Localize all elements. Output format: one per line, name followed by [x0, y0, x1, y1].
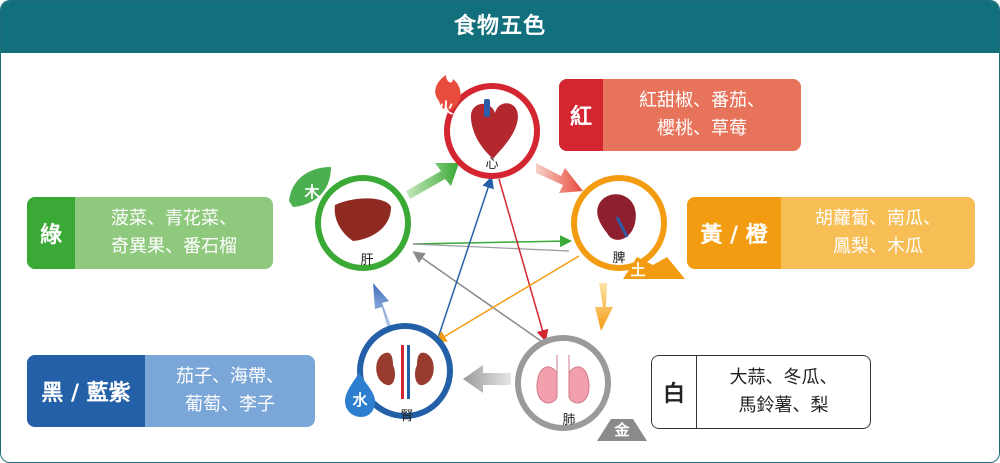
water-drop-icon — [345, 373, 375, 417]
food-box-black-label: 黑 / 藍紫 — [27, 355, 145, 427]
food-box-red: 紅 紅甜椒、番茄、 櫻桃、草莓 — [559, 79, 801, 151]
liver-organ-icon — [334, 198, 391, 241]
food-box-green-items: 菠菜、青花菜、 奇異果、番石榴 — [111, 208, 237, 257]
lung-organ-icon — [536, 355, 590, 404]
food-box-white-items: 大蒜、冬瓜、 馬鈴薯、梨 — [729, 367, 838, 416]
kidney-organ-icon — [376, 352, 434, 386]
diagram-title: 食物五色 — [1, 1, 999, 53]
food-box-yellow-label: 黃 / 橙 — [687, 197, 781, 269]
fire-icon — [435, 75, 461, 111]
element-label-earth: 土 — [630, 261, 646, 279]
food-box-red-label: 紅 — [559, 79, 603, 151]
leaf-icon — [289, 167, 331, 207]
generating-arrow-lung-to-kidney — [463, 365, 511, 393]
node-lung — [515, 335, 647, 441]
food-box-black: 黑 / 藍紫 茄子、海帶、 葡萄、李子 — [27, 355, 315, 427]
generating-arrow-heart-to-spleen — [536, 163, 583, 193]
control-line-liver-spleen — [412, 235, 572, 248]
element-label-wood: 木 — [304, 183, 320, 201]
control-line-heart-lung — [498, 178, 549, 342]
food-box-green-label: 綠 — [27, 197, 75, 269]
element-label-metal: 金 — [614, 421, 630, 439]
food-box-yellow: 黃 / 橙 胡蘿蔔、南瓜、 鳳梨、木瓜 — [687, 197, 975, 269]
food-box-green: 綠 菠菜、青花菜、 奇異果、番石榴 — [27, 197, 273, 269]
food-box-red-items: 紅甜椒、番茄、 櫻桃、草莓 — [639, 90, 765, 139]
organ-label-heart: 心 — [485, 157, 499, 172]
generating-arrow-spleen-to-lung — [595, 283, 613, 331]
element-label-fire: 火 — [438, 99, 454, 117]
organ-label-liver: 肝 — [360, 253, 374, 268]
control-line-kidney-heart — [436, 176, 494, 342]
generating-arrow-kidney-to-liver — [373, 283, 393, 333]
food-box-yellow-items: 胡蘿蔔、南瓜、 鳳梨、木瓜 — [815, 208, 941, 257]
node-liver — [289, 167, 411, 271]
node-heart — [435, 75, 540, 179]
food-box-white: 白 大蒜、冬瓜、 馬鈴薯、梨 — [651, 355, 871, 429]
element-label-water: 水 — [352, 391, 368, 409]
node-kidney — [345, 323, 453, 419]
food-box-white-label: 白 — [652, 356, 697, 428]
control-line-lung-liver — [412, 251, 542, 342]
food-box-black-items: 茄子、海帶、 葡萄、李子 — [176, 366, 284, 415]
organ-label-spleen: 脾 — [612, 251, 626, 266]
earth-icon — [623, 257, 685, 279]
control-line-spleen-liver — [412, 243, 570, 252]
node-spleen — [571, 175, 685, 279]
control-line-spleen-kidney — [434, 255, 580, 343]
organ-label-kidney: 腎 — [400, 409, 414, 424]
metal-icon — [597, 419, 647, 441]
generating-arrow-liver-to-heart — [406, 163, 459, 199]
heart-organ-icon — [470, 103, 518, 159]
organ-label-lung: 肺 — [562, 413, 576, 428]
spleen-organ-icon — [597, 194, 636, 240]
